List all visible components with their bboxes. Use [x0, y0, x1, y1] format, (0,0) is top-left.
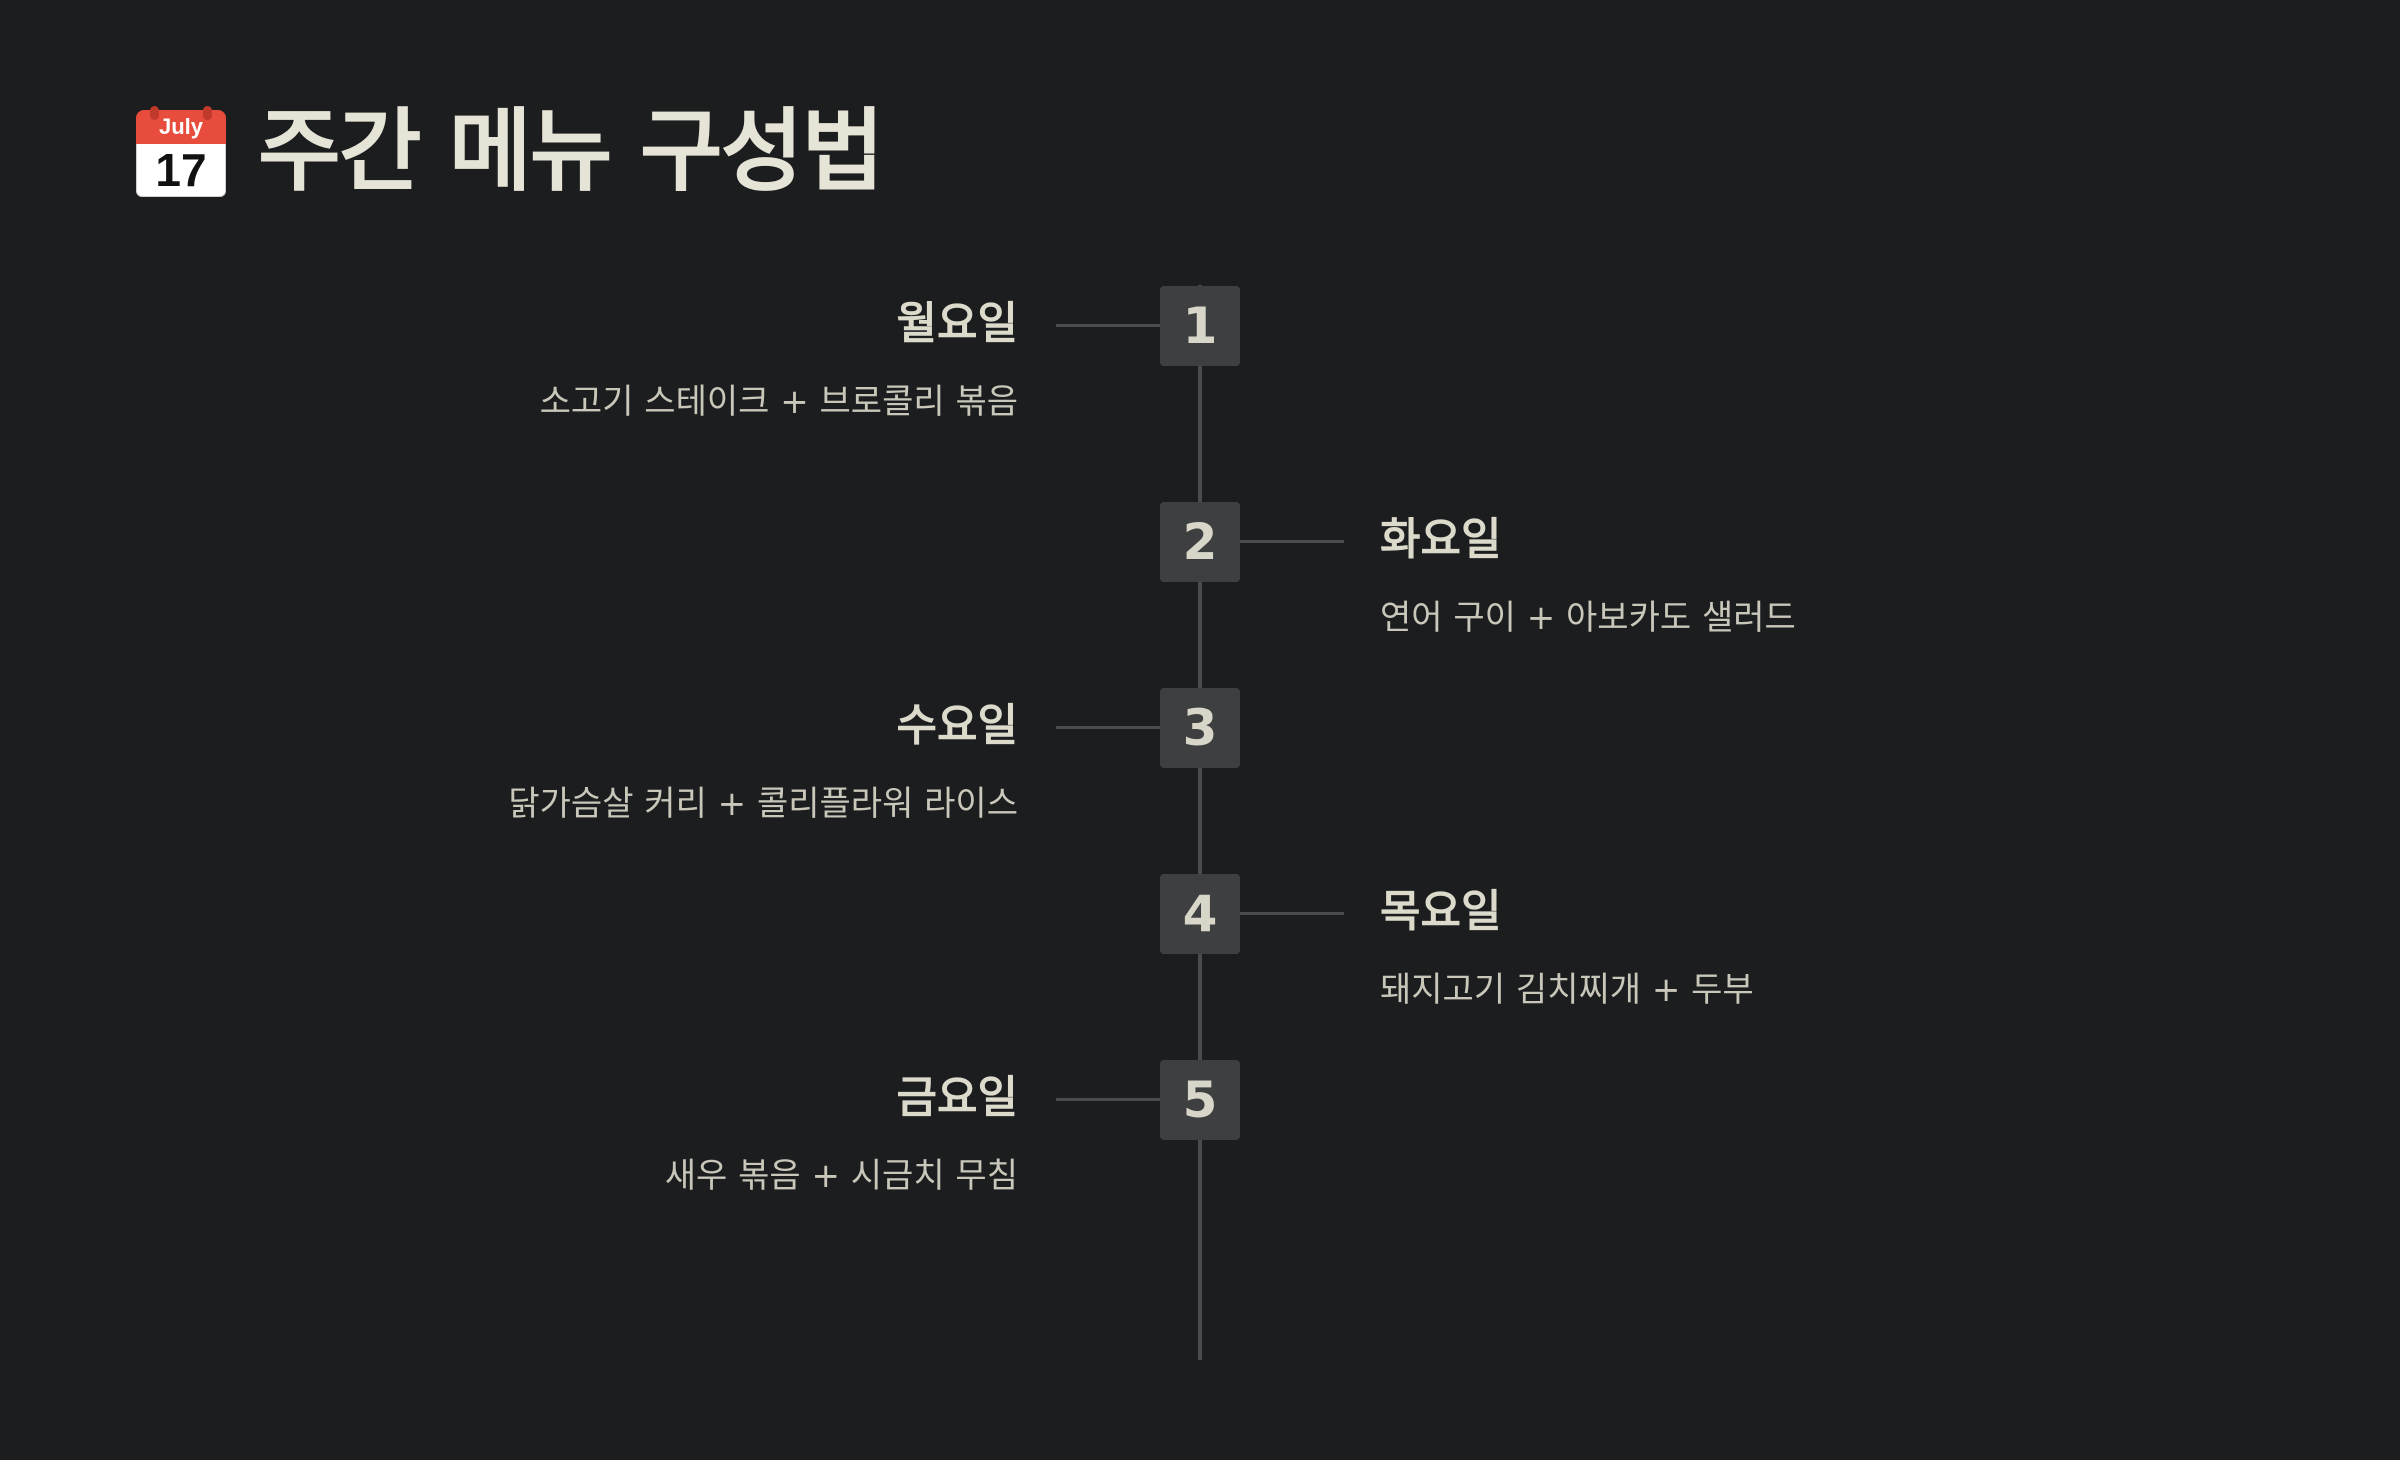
step-4-day: 목요일: [1380, 886, 1502, 937]
step-2-number: 2: [1160, 502, 1240, 582]
step-1-number: 1: [1160, 286, 1240, 366]
step-1-day: 월요일: [896, 298, 1018, 349]
step-3-number: 3: [1160, 688, 1240, 768]
step-5-day: 금요일: [896, 1072, 1018, 1123]
step-2-day: 화요일: [1380, 514, 1502, 565]
step-3-menu: 닭가슴살 커리 + 콜리플라워 라이스: [508, 784, 1018, 824]
calendar-icon-day: 17: [136, 144, 226, 197]
step-5-menu: 새우 볶음 + 시금치 무침: [664, 1156, 1018, 1196]
page-header: July 17 주간 메뉴 구성법: [136, 99, 884, 204]
step-1-connector: [1056, 324, 1160, 327]
calendar-icon: July 17: [136, 106, 226, 198]
step-5-connector: [1056, 1098, 1160, 1101]
timeline-axis: [1198, 285, 1202, 1360]
step-1-menu: 소고기 스테이크 + 브로콜리 볶음: [539, 382, 1018, 422]
step-2-menu: 연어 구이 + 아보카도 샐러드: [1380, 598, 1796, 638]
step-4-menu: 돼지고기 김치찌개 + 두부: [1380, 970, 1754, 1010]
step-2-connector: [1240, 540, 1344, 543]
step-3-connector: [1056, 726, 1160, 729]
step-4-number: 4: [1160, 874, 1240, 954]
step-4-connector: [1240, 912, 1344, 915]
step-3-day: 수요일: [896, 700, 1018, 751]
step-5-number: 5: [1160, 1060, 1240, 1140]
calendar-ring-left: [150, 106, 159, 120]
calendar-ring-right: [203, 106, 212, 120]
page-title: 주간 메뉴 구성법: [258, 99, 884, 204]
